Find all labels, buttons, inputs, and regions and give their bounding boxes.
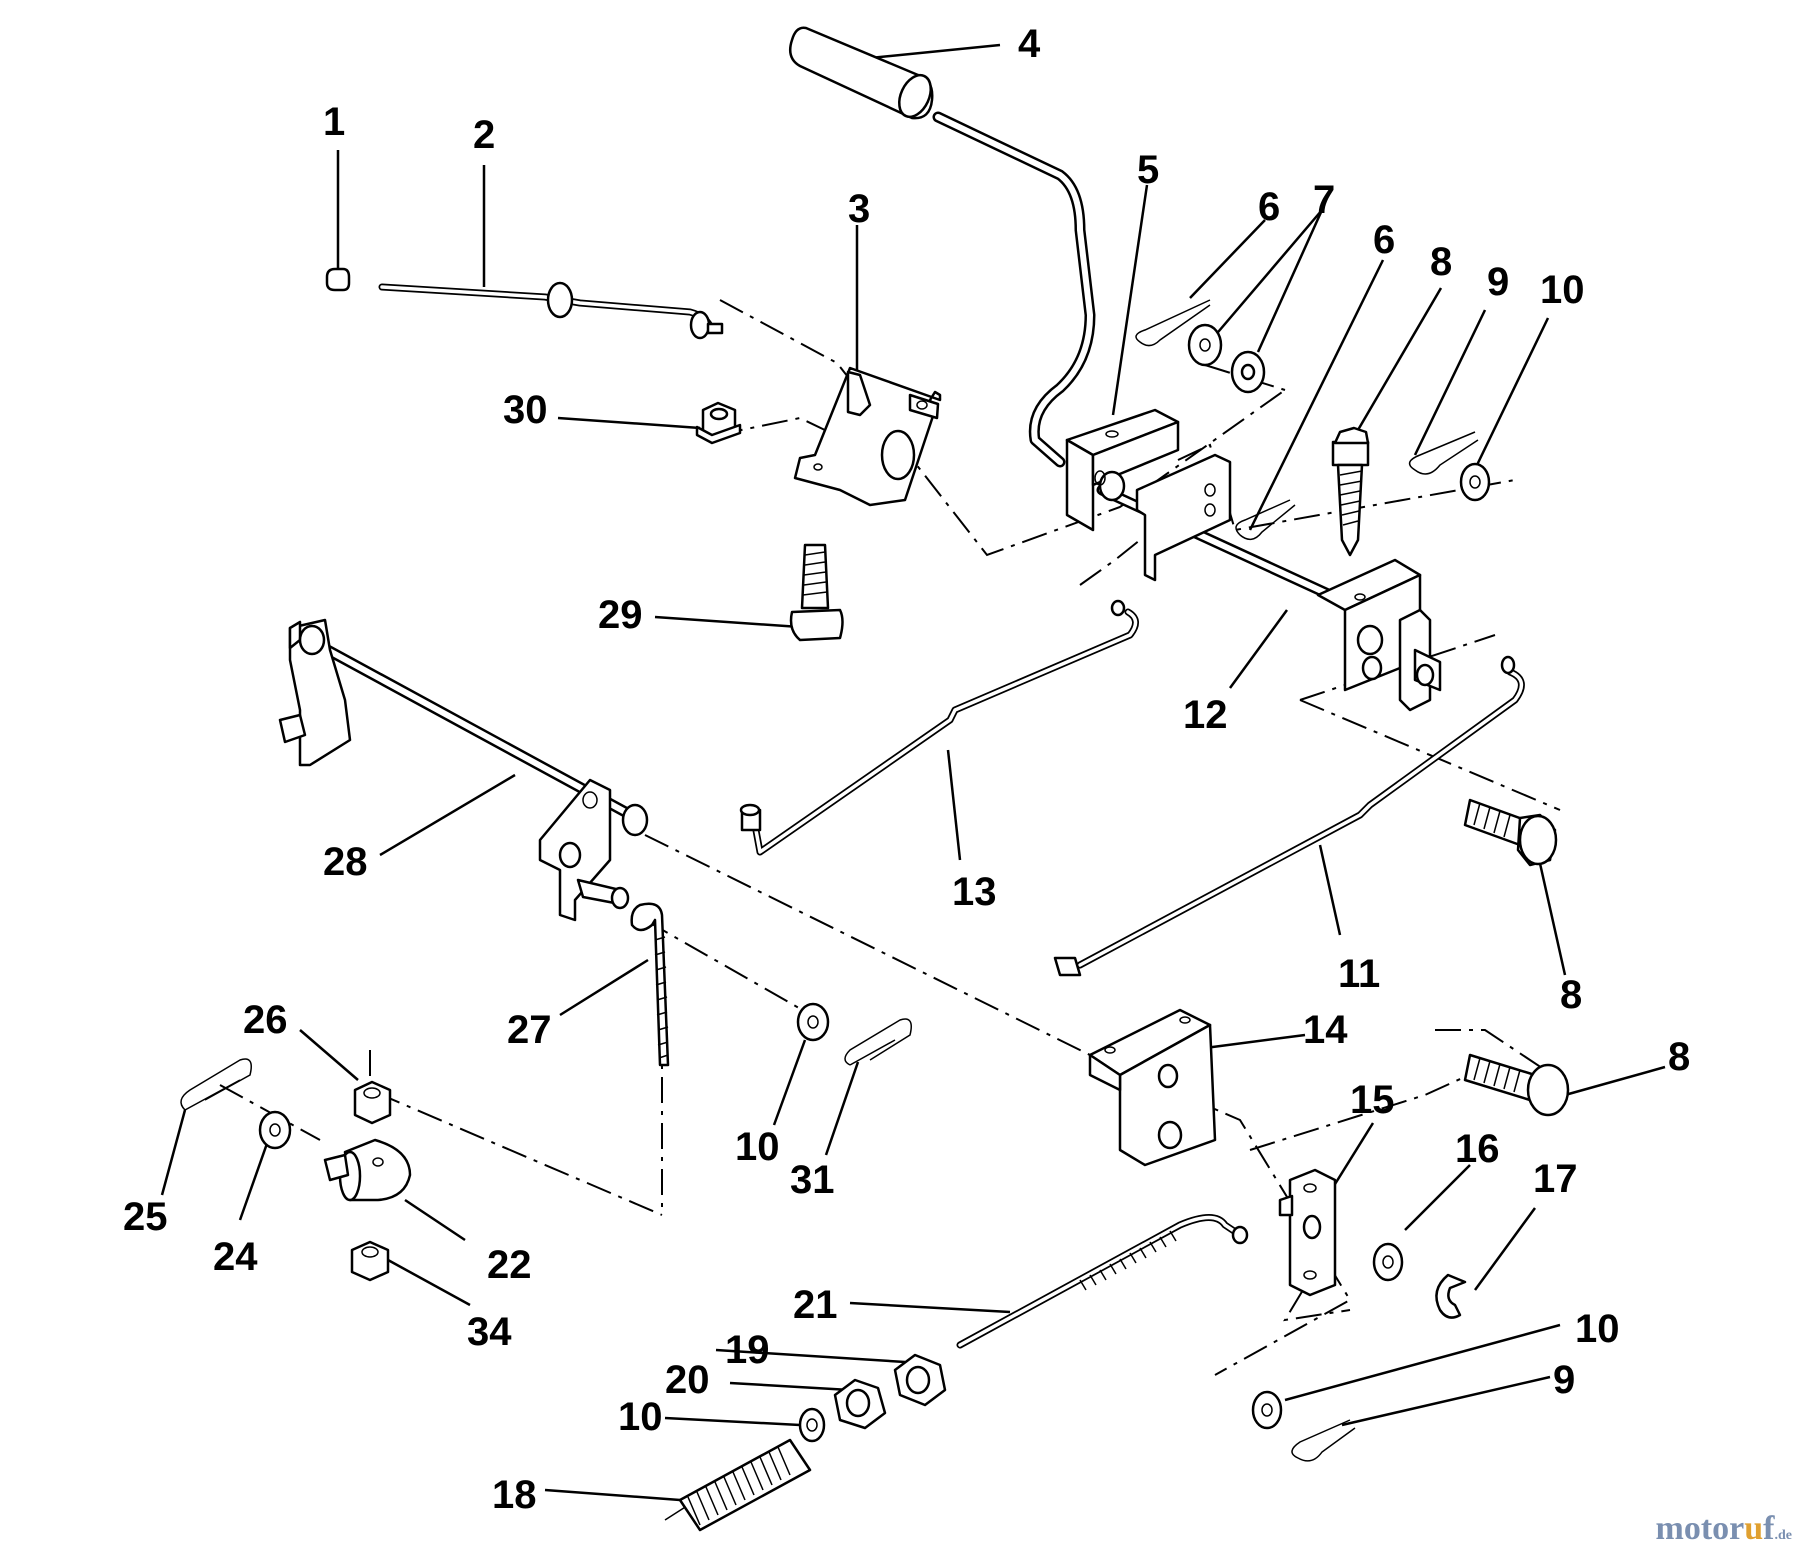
callout-34: 34 (467, 1310, 512, 1354)
callout-29: 29 (598, 593, 643, 637)
part-carriage-bolt-29 (789, 543, 844, 642)
part-threaded-rod (956, 1214, 1249, 1349)
callout-22: 22 (487, 1243, 532, 1287)
part-lower-arm (538, 778, 649, 922)
callout-30: 30 (503, 388, 548, 432)
callout-24: 24 (213, 1235, 258, 1279)
part-center-plate (1135, 453, 1232, 582)
part-swivel-22 (323, 1138, 412, 1202)
part-hair-pin-1 (1135, 299, 1211, 347)
part-bracket-14 (1088, 1008, 1217, 1167)
part-washer-24 (258, 1110, 292, 1150)
callout-28: 28 (323, 840, 368, 884)
callout-20: 20 (665, 1358, 710, 1402)
callout-2: 2 (473, 113, 495, 157)
callout-9b: 9 (1553, 1358, 1575, 1402)
callout-6b: 6 (1373, 218, 1395, 262)
part-bracket-right (1316, 558, 1442, 712)
callout-10c: 10 (1575, 1307, 1620, 1351)
part-spring (664, 1438, 812, 1532)
callout-27: 27 (507, 1008, 552, 1052)
callout-12: 12 (1183, 693, 1228, 737)
part-washer-7b (1230, 350, 1266, 394)
callout-7: 7 (1313, 178, 1335, 222)
part-bolt-mid (1463, 798, 1558, 867)
callout-25: 25 (123, 1195, 168, 1239)
part-lift-lever (789, 26, 1096, 468)
callout-10b: 10 (735, 1125, 780, 1169)
part-cotter-pin-bottom (1291, 1419, 1356, 1462)
callout-labels: 1 2 3 4 5 6 7 6 8 9 10 30 29 12 13 28 11… (123, 22, 1690, 1517)
callout-17: 17 (1533, 1157, 1578, 1201)
part-hair-pin-2 (1235, 499, 1296, 541)
callout-3: 3 (848, 187, 870, 231)
callout-11: 11 (1338, 952, 1380, 996)
part-nut-20 (833, 1378, 887, 1430)
part-washer-10-low (798, 1407, 826, 1443)
callout-15: 15 (1350, 1078, 1395, 1122)
callout-8b: 8 (1560, 973, 1582, 1017)
part-washer-16 (1372, 1242, 1404, 1282)
part-hex-nut-26 (353, 1080, 392, 1125)
callout-8a: 8 (1430, 240, 1452, 284)
callout-31: 31 (790, 1158, 835, 1202)
part-washer-7a (1187, 323, 1223, 367)
callout-4: 4 (1018, 22, 1041, 66)
part-bolt-lower (1463, 1053, 1570, 1117)
part-rod-11 (1053, 655, 1525, 977)
part-link-plate (1278, 1168, 1337, 1297)
part-bracket-left (1065, 408, 1180, 532)
part-hex-nut-34 (350, 1240, 390, 1282)
callout-13: 13 (952, 870, 997, 914)
callout-19: 19 (725, 1328, 770, 1372)
callout-26: 26 (243, 998, 288, 1042)
part-cotter-pin-top (1408, 431, 1479, 475)
part-e-clip-17 (1435, 1273, 1467, 1319)
part-washer-10-mid (796, 1002, 830, 1042)
callout-16: 16 (1455, 1127, 1500, 1171)
callout-8c: 8 (1668, 1035, 1690, 1079)
part-rod-13 (739, 599, 1139, 856)
part-cap (325, 267, 351, 292)
callout-5: 5 (1137, 148, 1159, 192)
part-hair-clip-31 (844, 1018, 912, 1066)
callout-21: 21 (793, 1283, 838, 1327)
part-washer-top (1459, 462, 1491, 502)
part-cable-bracket (793, 366, 942, 507)
exploded-view-dash-lines (219, 299, 1561, 1376)
part-nut-19 (893, 1353, 947, 1407)
callout-14: 14 (1303, 1008, 1348, 1052)
callout-10a: 10 (1540, 268, 1585, 312)
part-washer-10-right (1251, 1390, 1283, 1430)
part-eye-bolt (630, 902, 670, 1067)
part-hair-clip-25 (180, 1058, 252, 1111)
part-bolt-vertical (1331, 426, 1370, 557)
callout-1: 1 (323, 100, 345, 144)
watermark-logo: motoruf.de (1655, 1510, 1793, 1547)
callout-9a: 9 (1487, 260, 1509, 304)
part-cable (378, 281, 724, 340)
part-hex-nut-30 (695, 401, 742, 445)
callout-10d: 10 (618, 1395, 663, 1439)
leader-lines (160, 43, 1666, 1502)
callout-18: 18 (492, 1473, 537, 1517)
callout-6a: 6 (1258, 185, 1280, 229)
